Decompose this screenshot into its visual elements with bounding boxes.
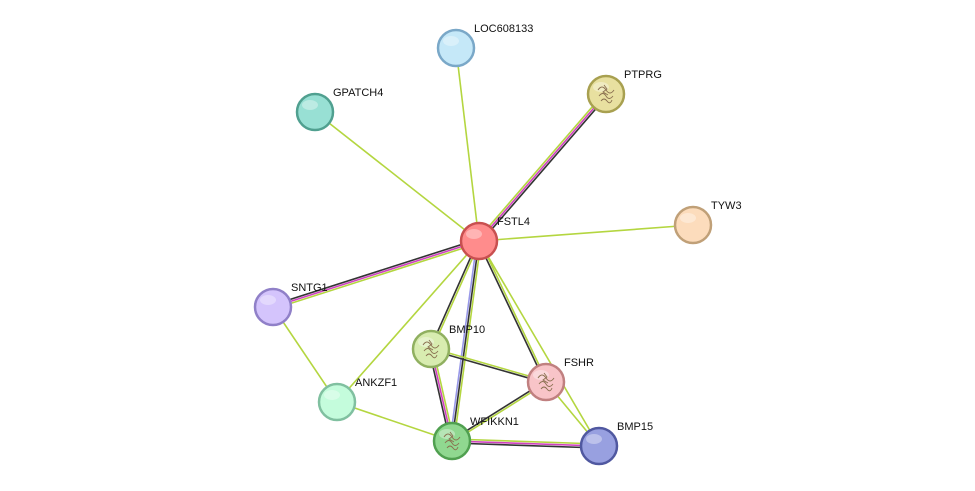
edge-line <box>452 438 600 445</box>
edge-fstl4-loc608133 <box>455 47 480 242</box>
edge-line <box>476 92 606 241</box>
edge-line <box>478 224 694 242</box>
node-highlight <box>586 434 602 444</box>
node-label-ankzf1: ANKZF1 <box>355 377 397 389</box>
edge-line <box>431 347 547 382</box>
edge-line <box>336 401 453 442</box>
node-tyw3[interactable] <box>673 205 713 245</box>
node-circle[interactable] <box>673 205 713 245</box>
node-label-bmp10: BMP10 <box>449 324 485 336</box>
node-highlight <box>324 390 340 400</box>
node-bmp15[interactable] <box>579 426 619 466</box>
node-label-fstl4: FSTL4 <box>497 216 530 228</box>
node-label-wfikkn1: WFIKKN1 <box>470 416 519 428</box>
edge-wfikkn1-bmp15 <box>451 438 600 449</box>
node-circle[interactable] <box>436 28 476 68</box>
edge-ankzf1-wfikkn1 <box>336 401 453 442</box>
protein-structure-icon <box>597 84 615 104</box>
node-bmp10[interactable] <box>411 329 451 369</box>
edge-line <box>453 241 482 442</box>
edge-line <box>272 240 480 308</box>
node-label-gpatch4: GPATCH4 <box>333 87 383 99</box>
edge-line <box>451 442 599 449</box>
node-highlight <box>302 100 318 110</box>
node-label-sntg1: SNTG1 <box>291 282 328 294</box>
node-highlight <box>260 295 276 305</box>
protein-structure-icon <box>443 431 461 451</box>
edge-line <box>451 440 600 447</box>
node-label-tyw3: TYW3 <box>711 200 742 212</box>
node-label-ptprg: PTPRG <box>624 69 662 81</box>
node-circle[interactable] <box>459 221 499 261</box>
node-sntg1[interactable] <box>253 287 293 327</box>
edge-fstl4-gpatch4 <box>314 111 480 242</box>
edge-fstl4-wfikkn1 <box>449 240 482 442</box>
edge-line <box>479 94 609 243</box>
network-nodes <box>253 28 713 466</box>
node-wfikkn1[interactable] <box>432 421 472 461</box>
node-label-loc608133: LOC608133 <box>474 23 533 35</box>
node-ptprg[interactable] <box>586 74 626 114</box>
edge-fstl4-sntg1 <box>272 238 480 310</box>
edge-fstl4-fshr <box>477 240 548 383</box>
edge-line <box>430 349 546 384</box>
edge-line <box>431 241 481 350</box>
edge-line <box>272 238 479 306</box>
node-fstl4[interactable] <box>459 221 499 261</box>
edge-fstl4-ptprg <box>476 92 609 243</box>
node-label-fshr: FSHR <box>564 357 594 369</box>
node-gpatch4[interactable] <box>295 92 335 132</box>
edge-bmp10-fshr <box>430 347 547 384</box>
edge-fstl4-bmp10 <box>429 240 481 350</box>
edge-line <box>478 93 607 242</box>
edge-fstl4-ankzf1 <box>336 240 480 403</box>
protein-structure-icon <box>422 339 440 359</box>
node-loc608133[interactable] <box>436 28 476 68</box>
edge-line <box>336 240 480 403</box>
node-label-bmp15: BMP15 <box>617 421 653 433</box>
node-circle[interactable] <box>317 382 357 422</box>
node-highlight <box>680 213 696 223</box>
edge-line <box>478 240 600 447</box>
edge-line <box>429 240 479 349</box>
edge-line <box>314 111 480 242</box>
node-circle[interactable] <box>295 92 335 132</box>
edge-line <box>479 240 548 382</box>
node-fshr[interactable] <box>526 362 566 402</box>
edge-line <box>477 241 546 383</box>
node-highlight <box>466 229 482 239</box>
edge-line <box>451 240 480 442</box>
node-circle[interactable] <box>579 426 619 466</box>
node-ankzf1[interactable] <box>317 382 357 422</box>
edge-line <box>449 240 478 441</box>
protein-structure-icon <box>537 372 555 392</box>
edge-fstl4-bmp15 <box>478 240 600 447</box>
node-highlight <box>443 36 459 46</box>
node-circle[interactable] <box>253 287 293 327</box>
edge-line <box>455 47 480 242</box>
edge-line <box>273 242 480 310</box>
edge-fstl4-tyw3 <box>478 224 694 242</box>
